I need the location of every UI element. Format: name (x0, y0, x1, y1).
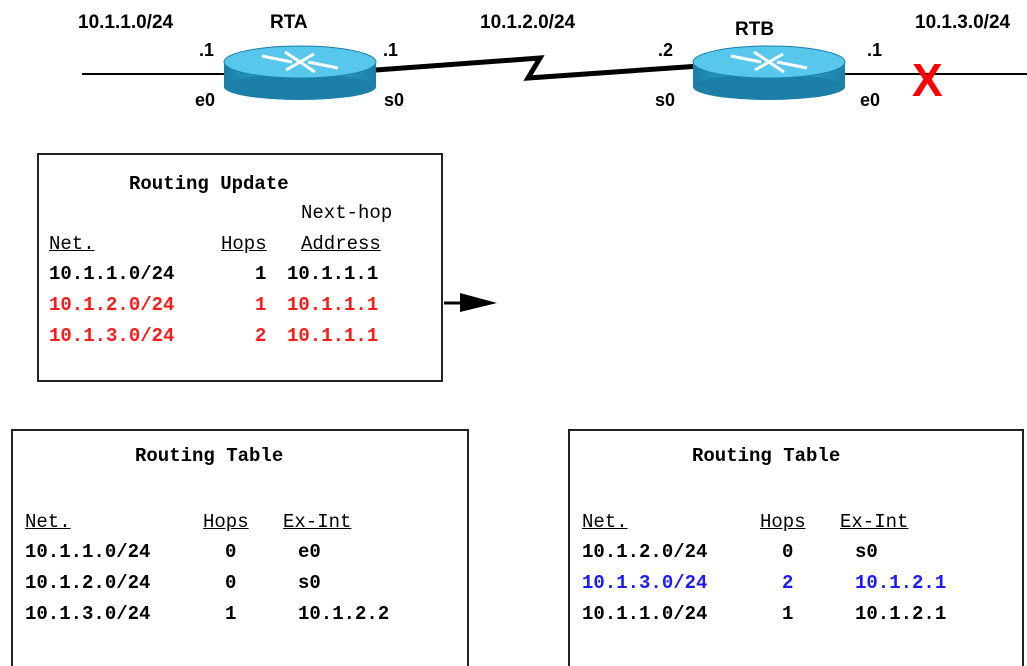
rtb-row-2-hops: 2 (782, 572, 794, 594)
update-row-2-hops: 1 (255, 294, 267, 316)
update-row-1-net: 10.1.1.0/24 (49, 263, 175, 285)
rta-row-1-exint: e0 (298, 541, 321, 563)
rtb-col-hops: Hops (760, 511, 806, 533)
rtb-row-3-net: 10.1.1.0/24 (582, 603, 708, 625)
rta-row-2-net: 10.1.2.0/24 (25, 572, 151, 594)
rta-row-3-hops: 1 (225, 603, 237, 625)
col-address-header: Address (301, 233, 381, 255)
rtb-e0-address: .1 (867, 40, 882, 60)
rtb-row-1-net: 10.1.2.0/24 (582, 541, 708, 563)
rtb-s0-address: .2 (658, 40, 673, 60)
update-row-1-address: 10.1.1.1 (287, 263, 379, 285)
rta-row-1-hops: 0 (225, 541, 237, 563)
rta-col-hops: Hops (203, 511, 249, 533)
update-row-1-hops: 1 (255, 263, 267, 285)
net-right-label: 10.1.3.0/24 (915, 12, 1011, 33)
net-mid-label: 10.1.2.0/24 (480, 12, 576, 33)
rta-col-exint: Ex-Int (283, 511, 352, 533)
rtb-col-exint: Ex-Int (840, 511, 909, 533)
rtb-row-3-exint: 10.1.2.1 (855, 603, 947, 625)
rtb-row-1-exint: s0 (855, 541, 878, 563)
router-rta-icon (223, 45, 377, 100)
rta-s0-address: .1 (383, 40, 398, 60)
rta-routing-table: Routing Table Net. Hops Ex-Int 10.1.1.0/… (11, 429, 469, 666)
rta-row-2-exint: s0 (298, 572, 321, 594)
rtb-name-label: RTB (735, 19, 774, 40)
net-left-label: 10.1.1.0/24 (78, 12, 174, 33)
col-hops-header: Hops (221, 233, 267, 255)
rtb-e0-interface: e0 (860, 90, 880, 110)
update-arrow-icon (444, 293, 497, 312)
rtb-row-2-exint: 10.1.2.1 (855, 572, 947, 594)
rtb-row-1-hops: 0 (782, 541, 794, 563)
col-net-header: Net. (49, 233, 95, 255)
network-topology: 10.1.1.0/24 RTA 10.1.2.0/24 RTB 10.1.3.0… (78, 12, 1027, 110)
rtb-s0-interface: s0 (655, 90, 675, 110)
rtb-routing-table: Routing Table Net. Hops Ex-Int 10.1.2.0/… (568, 429, 1024, 666)
update-row-2-address: 10.1.1.1 (287, 294, 379, 316)
rta-col-net: Net. (25, 511, 71, 533)
router-rtb-icon (692, 45, 846, 100)
update-row-2-net: 10.1.2.0/24 (49, 294, 175, 316)
rtb-row-2-net: 10.1.3.0/24 (582, 572, 708, 594)
update-row-3-address: 10.1.1.1 (287, 325, 379, 347)
update-row-3-net: 10.1.3.0/24 (49, 325, 175, 347)
rta-row-2-hops: 0 (225, 572, 237, 594)
rta-row-3-exint: 10.1.2.2 (298, 603, 390, 625)
rta-e0-interface: e0 (195, 90, 215, 110)
rtb-row-3-hops: 1 (782, 603, 794, 625)
rta-row-3-net: 10.1.3.0/24 (25, 603, 151, 625)
rtb-col-net: Net. (582, 511, 628, 533)
rta-s0-interface: s0 (384, 90, 404, 110)
link-failure-x-icon: X (912, 54, 943, 106)
routing-update-box: Routing Update Next-hop Net. Hops Addres… (37, 153, 443, 382)
rta-name-label: RTA (270, 12, 308, 33)
routing-update-title: Routing Update (129, 173, 289, 195)
rta-table-title: Routing Table (135, 445, 284, 467)
col-nexthop-top: Next-hop (301, 202, 393, 224)
update-row-3-hops: 2 (255, 325, 267, 347)
rta-e0-address: .1 (199, 40, 214, 60)
rta-row-1-net: 10.1.1.0/24 (25, 541, 151, 563)
serial-link (375, 55, 701, 81)
rtb-table-title: Routing Table (692, 445, 841, 467)
